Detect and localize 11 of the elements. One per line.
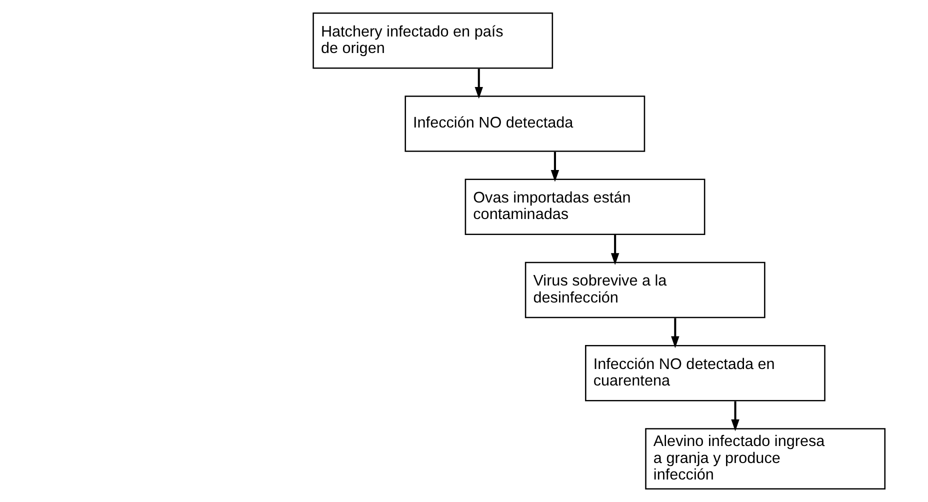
node-box: Virus sobrevive a la desinfección bbox=[524, 262, 765, 318]
arrow bbox=[550, 152, 559, 182]
node-box: Infección NO detectada en cuarentena bbox=[584, 344, 825, 402]
arrow bbox=[730, 401, 739, 432]
arrow bbox=[474, 68, 483, 99]
arrow bbox=[670, 318, 679, 348]
node-box: Ovas importadas están contaminadas bbox=[464, 178, 705, 236]
node-box: Infección NO detectada bbox=[404, 96, 645, 152]
arrow bbox=[610, 235, 619, 265]
node-box: Hatchery infectado en país de origen bbox=[312, 12, 553, 69]
node-box: Alevino infectado ingresa a granja y produce infección bbox=[644, 428, 886, 490]
